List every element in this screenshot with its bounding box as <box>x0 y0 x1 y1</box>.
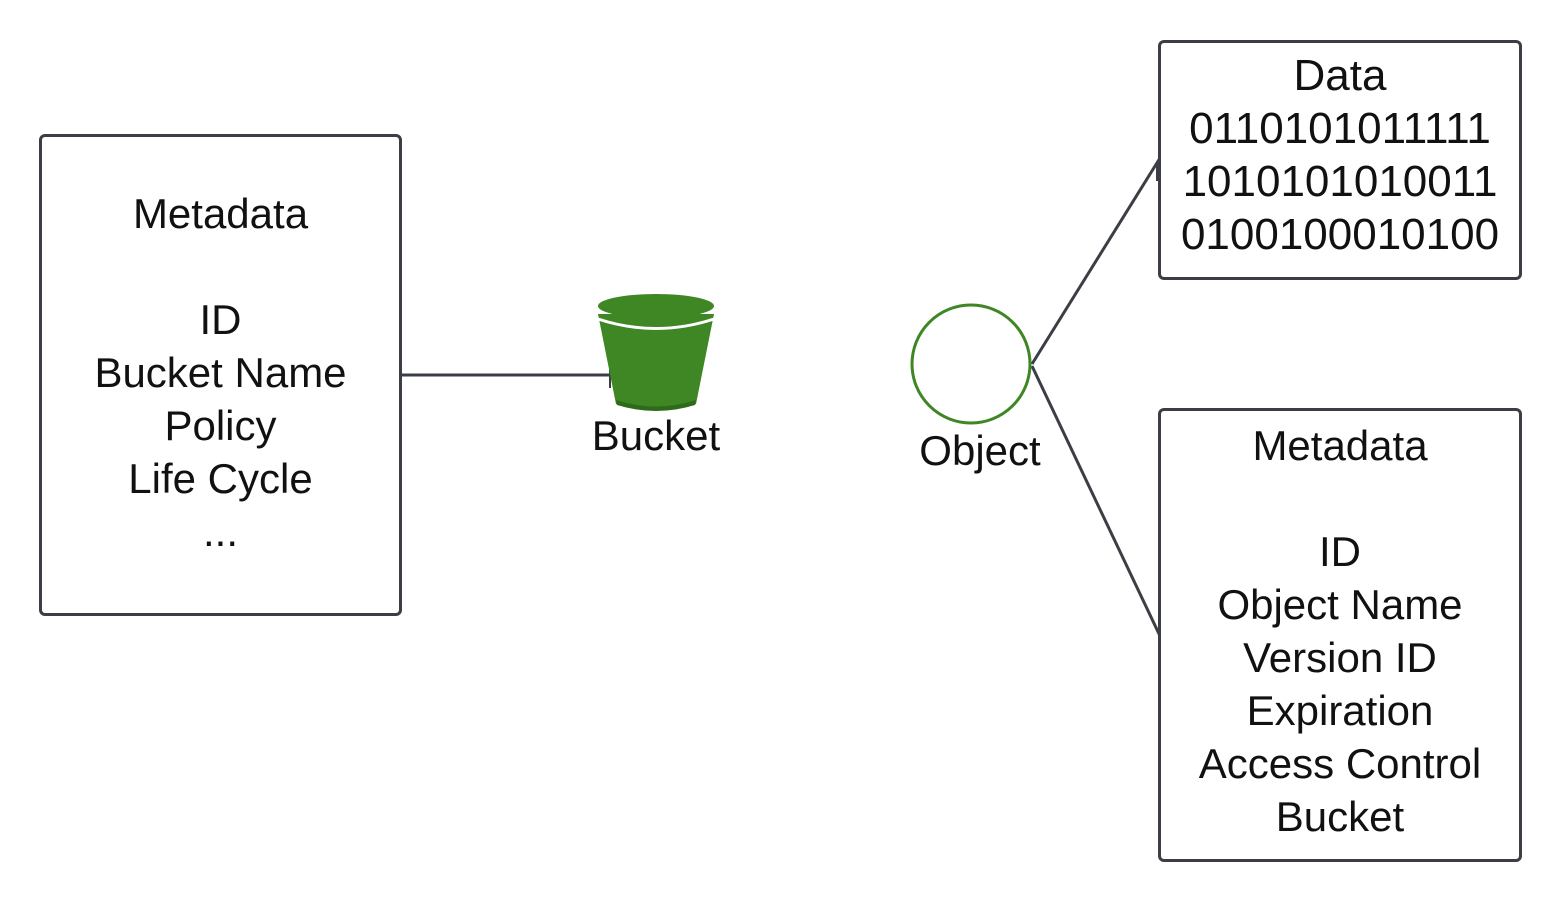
object-metadata-field-access-control: Access Control <box>1198 740 1482 787</box>
object-metadata-box[interactable]: Metadata ID Object Name Version ID Expir… <box>1158 408 1522 862</box>
object-label: Object <box>919 427 1041 474</box>
data-line-2: 1010101010011 <box>1182 157 1498 206</box>
object-metadata-field-expiration: Expiration <box>1246 687 1434 734</box>
bucket-metadata-title: Metadata <box>132 190 309 237</box>
bucket-icon[interactable] <box>594 292 718 416</box>
object-metadata-field-bucket: Bucket <box>1275 793 1405 840</box>
connector-object-to-data <box>1030 157 1162 365</box>
connector-object-to-metadata <box>1030 365 1162 637</box>
bucket-metadata-field-bucket-name: Bucket Name <box>94 349 347 396</box>
data-title: Data <box>1293 51 1387 100</box>
bucket-rim-highlight <box>597 317 715 330</box>
object-metadata-field-version-id: Version ID <box>1243 634 1437 681</box>
object-circle-icon[interactable] <box>910 303 1032 425</box>
data-line-1: 0110101011111 <box>1189 104 1491 153</box>
bucket-metadata-box[interactable]: Metadata ID Bucket Name Policy Life Cycl… <box>39 134 402 616</box>
bucket-metadata-field-policy: Policy <box>164 402 277 449</box>
object-metadata-title: Metadata <box>1252 422 1428 469</box>
bucket-metadata-field-ellipsis: ... <box>202 508 238 555</box>
data-box[interactable]: Data 0110101011111 1010101010011 0100100… <box>1158 40 1522 280</box>
bucket-body <box>598 314 714 410</box>
bucket-metadata-field-id: ID <box>199 296 242 343</box>
data-line-3: 0100100010100 <box>1180 210 1500 259</box>
bucket-bottom-shadow <box>616 400 696 411</box>
bucket-rim <box>598 294 714 318</box>
object-metadata-field-object-name: Object Name <box>1217 581 1463 628</box>
bucket-metadata-field-life-cycle: Life Cycle <box>128 455 313 502</box>
object-metadata-field-id: ID <box>1319 528 1361 575</box>
bucket-label: Bucket <box>591 412 721 459</box>
